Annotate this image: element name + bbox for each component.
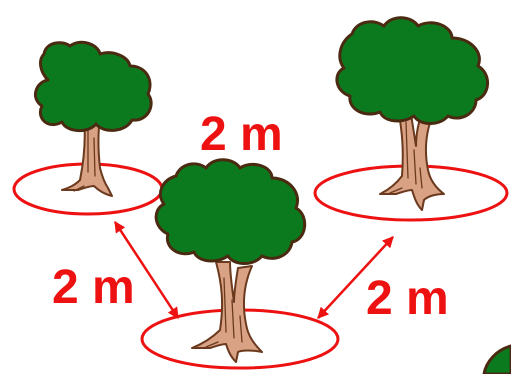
- tree-center: [140, 158, 340, 370]
- tree-left: [12, 40, 164, 216]
- canopy-right: [335, 16, 489, 125]
- canopy-left: [33, 40, 153, 132]
- distance-arrow-left: [113, 221, 180, 319]
- distance-label-right: 2 m: [366, 272, 449, 325]
- trunk-left: [61, 117, 113, 197]
- trunk-right: [379, 107, 445, 211]
- distance-arrow-right: [317, 236, 394, 319]
- tree-right: [313, 16, 509, 222]
- tree-partial-corner: [482, 344, 511, 374]
- canopy-center: [154, 158, 307, 265]
- distance-label-top: 2 m: [200, 108, 283, 161]
- distance-label-left: 2 m: [52, 261, 135, 314]
- trunk-center: [191, 261, 263, 363]
- canopy-partial-corner: [482, 344, 511, 374]
